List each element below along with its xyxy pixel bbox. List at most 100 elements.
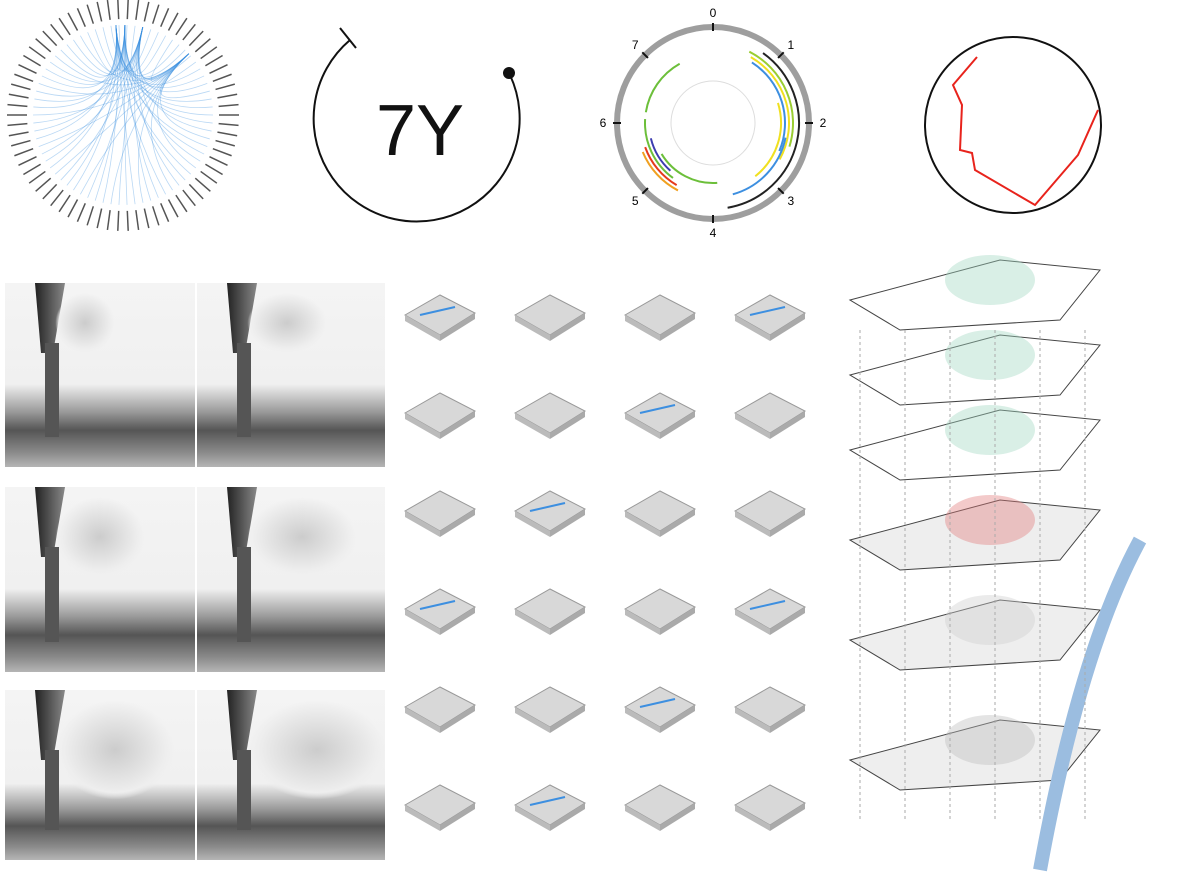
component-axonometric — [510, 677, 587, 733]
chord-node-label — [160, 202, 170, 222]
component-axonometric — [400, 383, 477, 439]
chord-node-label — [18, 63, 37, 75]
chord-node-label — [215, 139, 236, 147]
component-axonometric — [510, 285, 587, 341]
chord-link — [34, 25, 126, 102]
component-axonometric — [510, 481, 587, 537]
chord-link — [115, 25, 201, 85]
chord-node-label — [76, 8, 86, 28]
chord-node-label — [126, 210, 129, 231]
chord-link — [124, 25, 186, 181]
site-layer-zone — [945, 495, 1035, 545]
chord-link — [137, 27, 180, 186]
chord-node-label — [182, 189, 196, 207]
chord-link — [45, 25, 126, 85]
timeline-tick-label: 6 — [600, 116, 607, 130]
chord-node-label — [188, 183, 204, 200]
canal — [1033, 536, 1147, 872]
component-axonometric — [510, 383, 587, 439]
timeline-arc — [644, 118, 674, 179]
chord-node-label — [23, 54, 41, 67]
chord-node-label — [209, 155, 228, 167]
chord-node-label — [23, 163, 41, 176]
chord-node-label — [42, 30, 58, 47]
component-axonometric — [510, 579, 587, 635]
chord-node-label — [10, 139, 31, 147]
chord-link — [66, 25, 126, 186]
vapor-plume — [55, 497, 145, 577]
component-axonometric — [510, 775, 587, 831]
vapor-plume — [247, 293, 327, 353]
chord-link — [150, 39, 190, 82]
chord-node-label — [209, 63, 228, 75]
chord-node-label — [212, 148, 232, 157]
chord-node-label — [96, 208, 103, 229]
chord-link — [54, 53, 190, 86]
chord-link — [115, 25, 121, 71]
component-axonometric — [620, 677, 697, 733]
site-layer — [848, 334, 1101, 406]
chord-link — [124, 25, 159, 73]
timeline-arc — [644, 146, 678, 187]
chord-link — [32, 53, 190, 116]
chord-link — [136, 27, 167, 74]
chord-link — [34, 25, 126, 132]
chord-link — [36, 27, 144, 97]
chord-node-label — [8, 131, 29, 137]
chord-node-label — [14, 73, 34, 82]
exploded-site-diagram — [848, 255, 1147, 872]
timeline-tick — [777, 51, 785, 59]
site-layer-zone — [945, 405, 1035, 455]
chord-node-label — [217, 93, 238, 99]
chord-node-label — [175, 194, 188, 213]
chord-link — [124, 25, 205, 155]
chord-link — [73, 27, 144, 75]
chord-link — [45, 25, 126, 162]
chord-link — [134, 27, 152, 201]
chord-link — [87, 27, 144, 198]
chord-link — [115, 25, 212, 102]
tower — [45, 750, 59, 830]
site-layer — [848, 499, 1101, 571]
component-axonometric — [730, 285, 807, 341]
chord-link — [94, 25, 126, 201]
timer-start-tick — [339, 27, 357, 49]
chord-link — [54, 53, 190, 175]
chord-link — [115, 25, 192, 175]
chord-link — [137, 53, 190, 203]
chord-node-label — [14, 148, 34, 157]
chord-node-label — [167, 199, 179, 218]
chord-node-label — [194, 38, 211, 53]
chord-link — [137, 27, 190, 80]
chord-link — [160, 53, 210, 99]
chord-link — [157, 53, 197, 169]
photo-frame — [5, 487, 195, 672]
photo-frame — [5, 690, 195, 860]
tower — [45, 547, 59, 642]
chord-node-label — [86, 4, 95, 24]
seven-year-timer: 7Y — [312, 27, 521, 223]
component-axonometric — [730, 775, 807, 831]
timeline-tick-label: 0 — [710, 6, 717, 20]
chord-link — [110, 53, 190, 205]
chord-link — [79, 35, 190, 81]
timer-label: 7Y — [376, 91, 464, 171]
chord-node-label — [67, 199, 79, 218]
chord-node-label — [7, 122, 28, 127]
timeline-tick — [777, 187, 785, 195]
site-layer — [848, 259, 1101, 331]
timeline-arc — [748, 50, 794, 147]
timer-end-dot — [503, 67, 515, 79]
chord-link — [124, 25, 213, 108]
chord-node-label — [50, 189, 64, 207]
chord-link — [115, 25, 136, 205]
chord-node-label — [135, 0, 140, 20]
chord-link — [66, 25, 126, 76]
chord-link — [115, 25, 167, 195]
chord-link — [115, 25, 180, 76]
timeline-tick-label: 5 — [632, 194, 639, 208]
chord-node-label — [117, 0, 120, 20]
chord-link — [124, 25, 186, 78]
chord-node-label — [76, 202, 86, 222]
timeline-arc — [750, 56, 790, 160]
